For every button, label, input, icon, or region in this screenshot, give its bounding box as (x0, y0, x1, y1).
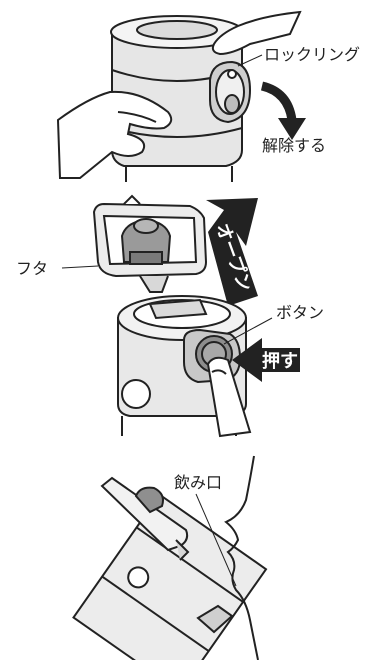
left-hand (56, 90, 173, 179)
press-label: 押す (262, 350, 298, 372)
panel-top: ロックリング 解除する (56, 10, 360, 182)
open-arrow: オープン (206, 198, 258, 306)
lock-ring (209, 60, 252, 124)
right-hand (211, 10, 302, 56)
lid-label: フタ (16, 259, 48, 278)
lid-leader (61, 265, 99, 269)
mouthpiece-leader (195, 493, 237, 587)
lock-ring-label: ロックリング (264, 45, 360, 64)
button-leader (223, 317, 273, 345)
mouthpiece-label: 飲み口 (174, 473, 222, 492)
finger (206, 356, 252, 438)
panel-middle: フタ オープン ボタン (16, 194, 324, 438)
open-lid (92, 194, 208, 293)
lock-ring-leader (237, 54, 263, 67)
tilted-lid (100, 476, 190, 561)
bottle-top-body (110, 15, 244, 182)
latch (196, 604, 234, 634)
panel-bottom: 飲み口 (72, 455, 268, 660)
press-arrow: 押す (232, 338, 300, 382)
button-label: ボタン (276, 303, 324, 322)
release-label: 解除する (262, 136, 326, 155)
face-profile (224, 455, 259, 660)
release-arrow (260, 81, 306, 140)
